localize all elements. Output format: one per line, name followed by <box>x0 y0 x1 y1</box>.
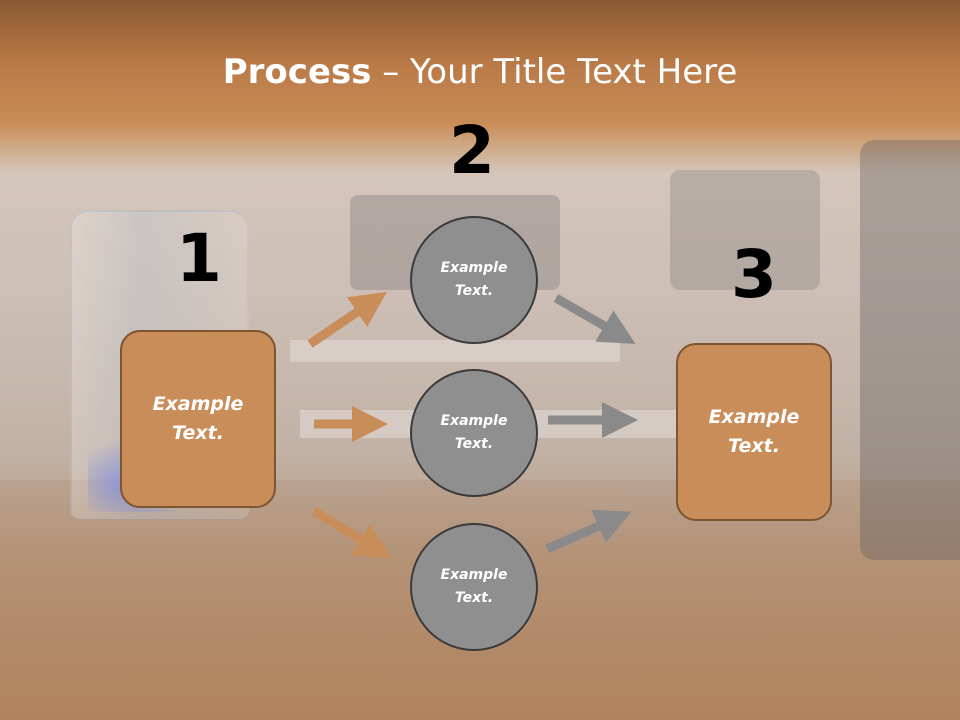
arrow-left-to-bottom <box>311 507 392 559</box>
arrow-left-to-top <box>307 291 387 348</box>
left-box-text: Example Text. <box>152 393 244 444</box>
title-rest: – Your Title Text Here <box>371 52 738 92</box>
circle-bottom: Example Text. <box>410 523 538 651</box>
background-chair <box>670 170 820 290</box>
step-number-3: 3 <box>731 236 777 313</box>
slide-title: Process – Your Title Text Here <box>0 52 960 92</box>
arrow-top-to-right <box>553 294 636 345</box>
background-chair <box>860 140 960 560</box>
step-number-2: 2 <box>449 112 495 189</box>
background-paper <box>290 340 620 362</box>
circle-top: Example Text. <box>410 216 538 344</box>
right-box-text: Example Text. <box>708 406 800 457</box>
title-bold: Process <box>222 52 372 92</box>
circle-bottom-text: Example Text. <box>440 567 508 606</box>
left-box: Example Text. <box>120 330 276 508</box>
circle-middle: Example Text. <box>410 369 538 497</box>
circle-middle-text: Example Text. <box>440 413 508 452</box>
step-number-1: 1 <box>176 220 222 297</box>
right-box: Example Text. <box>676 343 832 521</box>
circle-top-text: Example Text. <box>440 260 508 299</box>
arrow-bottom-to-right <box>545 509 632 554</box>
